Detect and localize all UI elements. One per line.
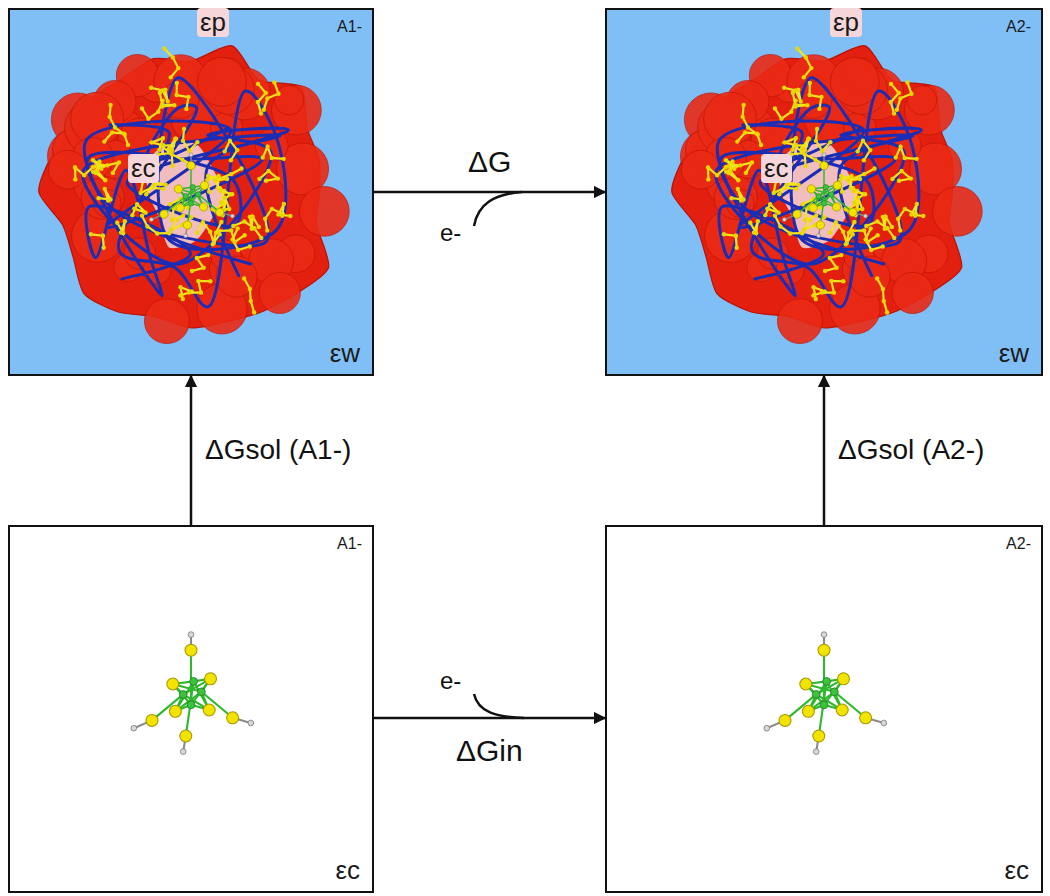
vacuum-panel: A2- εc xyxy=(605,525,1043,893)
molecule-figures xyxy=(39,46,982,755)
dielectric-label: εw xyxy=(999,339,1029,368)
free-energy-label: ΔGin xyxy=(454,734,525,767)
protein-figure xyxy=(672,46,982,344)
panel-ground xyxy=(8,8,374,376)
edge-paths xyxy=(191,192,824,718)
electron-curve xyxy=(474,192,522,226)
reaction-arrow xyxy=(190,376,193,525)
state-label: A1- xyxy=(337,535,362,553)
cluster-figure xyxy=(131,632,254,755)
dielectric-label: εc xyxy=(1004,856,1029,885)
state-label: A2- xyxy=(1006,535,1031,553)
dielectric-label: εp xyxy=(197,8,229,37)
reaction-arrow xyxy=(823,376,826,525)
state-label: A2- xyxy=(1006,18,1031,36)
free-energy-label: ΔGsol (A2-) xyxy=(836,435,986,466)
reaction-arrow xyxy=(374,191,605,194)
panel-grounds xyxy=(8,8,1043,893)
panel-ground xyxy=(8,525,374,893)
cluster-figure xyxy=(764,632,887,755)
electron-label: e- xyxy=(440,668,461,694)
free-energy-label: ΔG xyxy=(466,145,513,178)
vacuum-panel: A1- εc xyxy=(8,525,374,893)
electron-label: e- xyxy=(440,220,461,246)
dielectric-label: εw xyxy=(330,339,360,368)
dielectric-label: εc xyxy=(335,856,360,885)
dielectric-label: εc xyxy=(128,154,159,183)
solvated-panel: A2- εp εc εw xyxy=(605,8,1043,376)
protein-figure xyxy=(39,46,349,344)
panel-ground xyxy=(605,525,1043,893)
reaction-arrow xyxy=(374,717,605,720)
free-energy-label: ΔGsol (A1-) xyxy=(203,435,353,466)
dielectric-label: εc xyxy=(761,154,792,183)
panel-ground xyxy=(605,8,1043,376)
state-label: A1- xyxy=(337,18,362,36)
electron-curve xyxy=(474,694,524,718)
solvated-panel: A1- εp εc εw xyxy=(8,8,374,376)
dielectric-label: εp xyxy=(830,8,862,37)
